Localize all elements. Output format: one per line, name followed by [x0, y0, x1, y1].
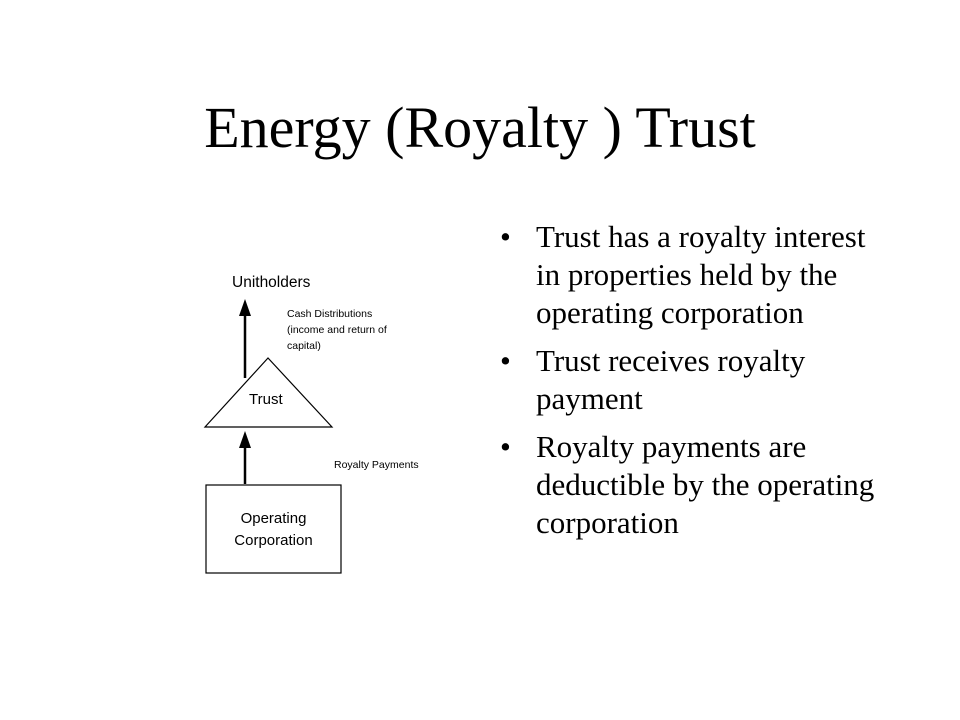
bullet-symbol: •	[500, 219, 511, 254]
trust-label: Trust	[249, 391, 283, 408]
bullet-text: Trust receives royalty payment	[536, 343, 806, 416]
royalty-payments-label: Royalty Payments	[334, 459, 419, 471]
operating-corporation-box	[205, 484, 342, 574]
operating-corporation-line-1: Operating	[241, 510, 307, 527]
bullet-item: • Royalty payments are deductible by the…	[500, 428, 890, 542]
bullet-text: Royalty payments are deductible by the o…	[536, 429, 875, 540]
trust-triangle	[203, 357, 334, 428]
cash-distributions-line-2: (income and return of	[287, 324, 387, 336]
cash-distributions-line-3: capital)	[287, 340, 321, 352]
bullet-list: • Trust has a royalty interest in proper…	[500, 218, 890, 552]
bullet-symbol: •	[500, 429, 511, 464]
bullet-item: • Trust has a royalty interest in proper…	[500, 218, 890, 332]
bullet-item: • Trust receives royalty payment	[500, 342, 890, 418]
bullet-symbol: •	[500, 343, 511, 378]
cash-distribution-arrow-head	[239, 299, 251, 316]
slide-title: Energy (Royalty ) Trust	[204, 95, 756, 160]
unitholders-label: Unitholders	[232, 274, 311, 291]
cash-distributions-line-1: Cash Distributions	[287, 308, 372, 320]
operating-corporation-line-2: Corporation	[234, 532, 312, 549]
royalty-payment-arrow-head	[239, 431, 251, 448]
bullet-text: Trust has a royalty interest in properti…	[536, 219, 866, 330]
